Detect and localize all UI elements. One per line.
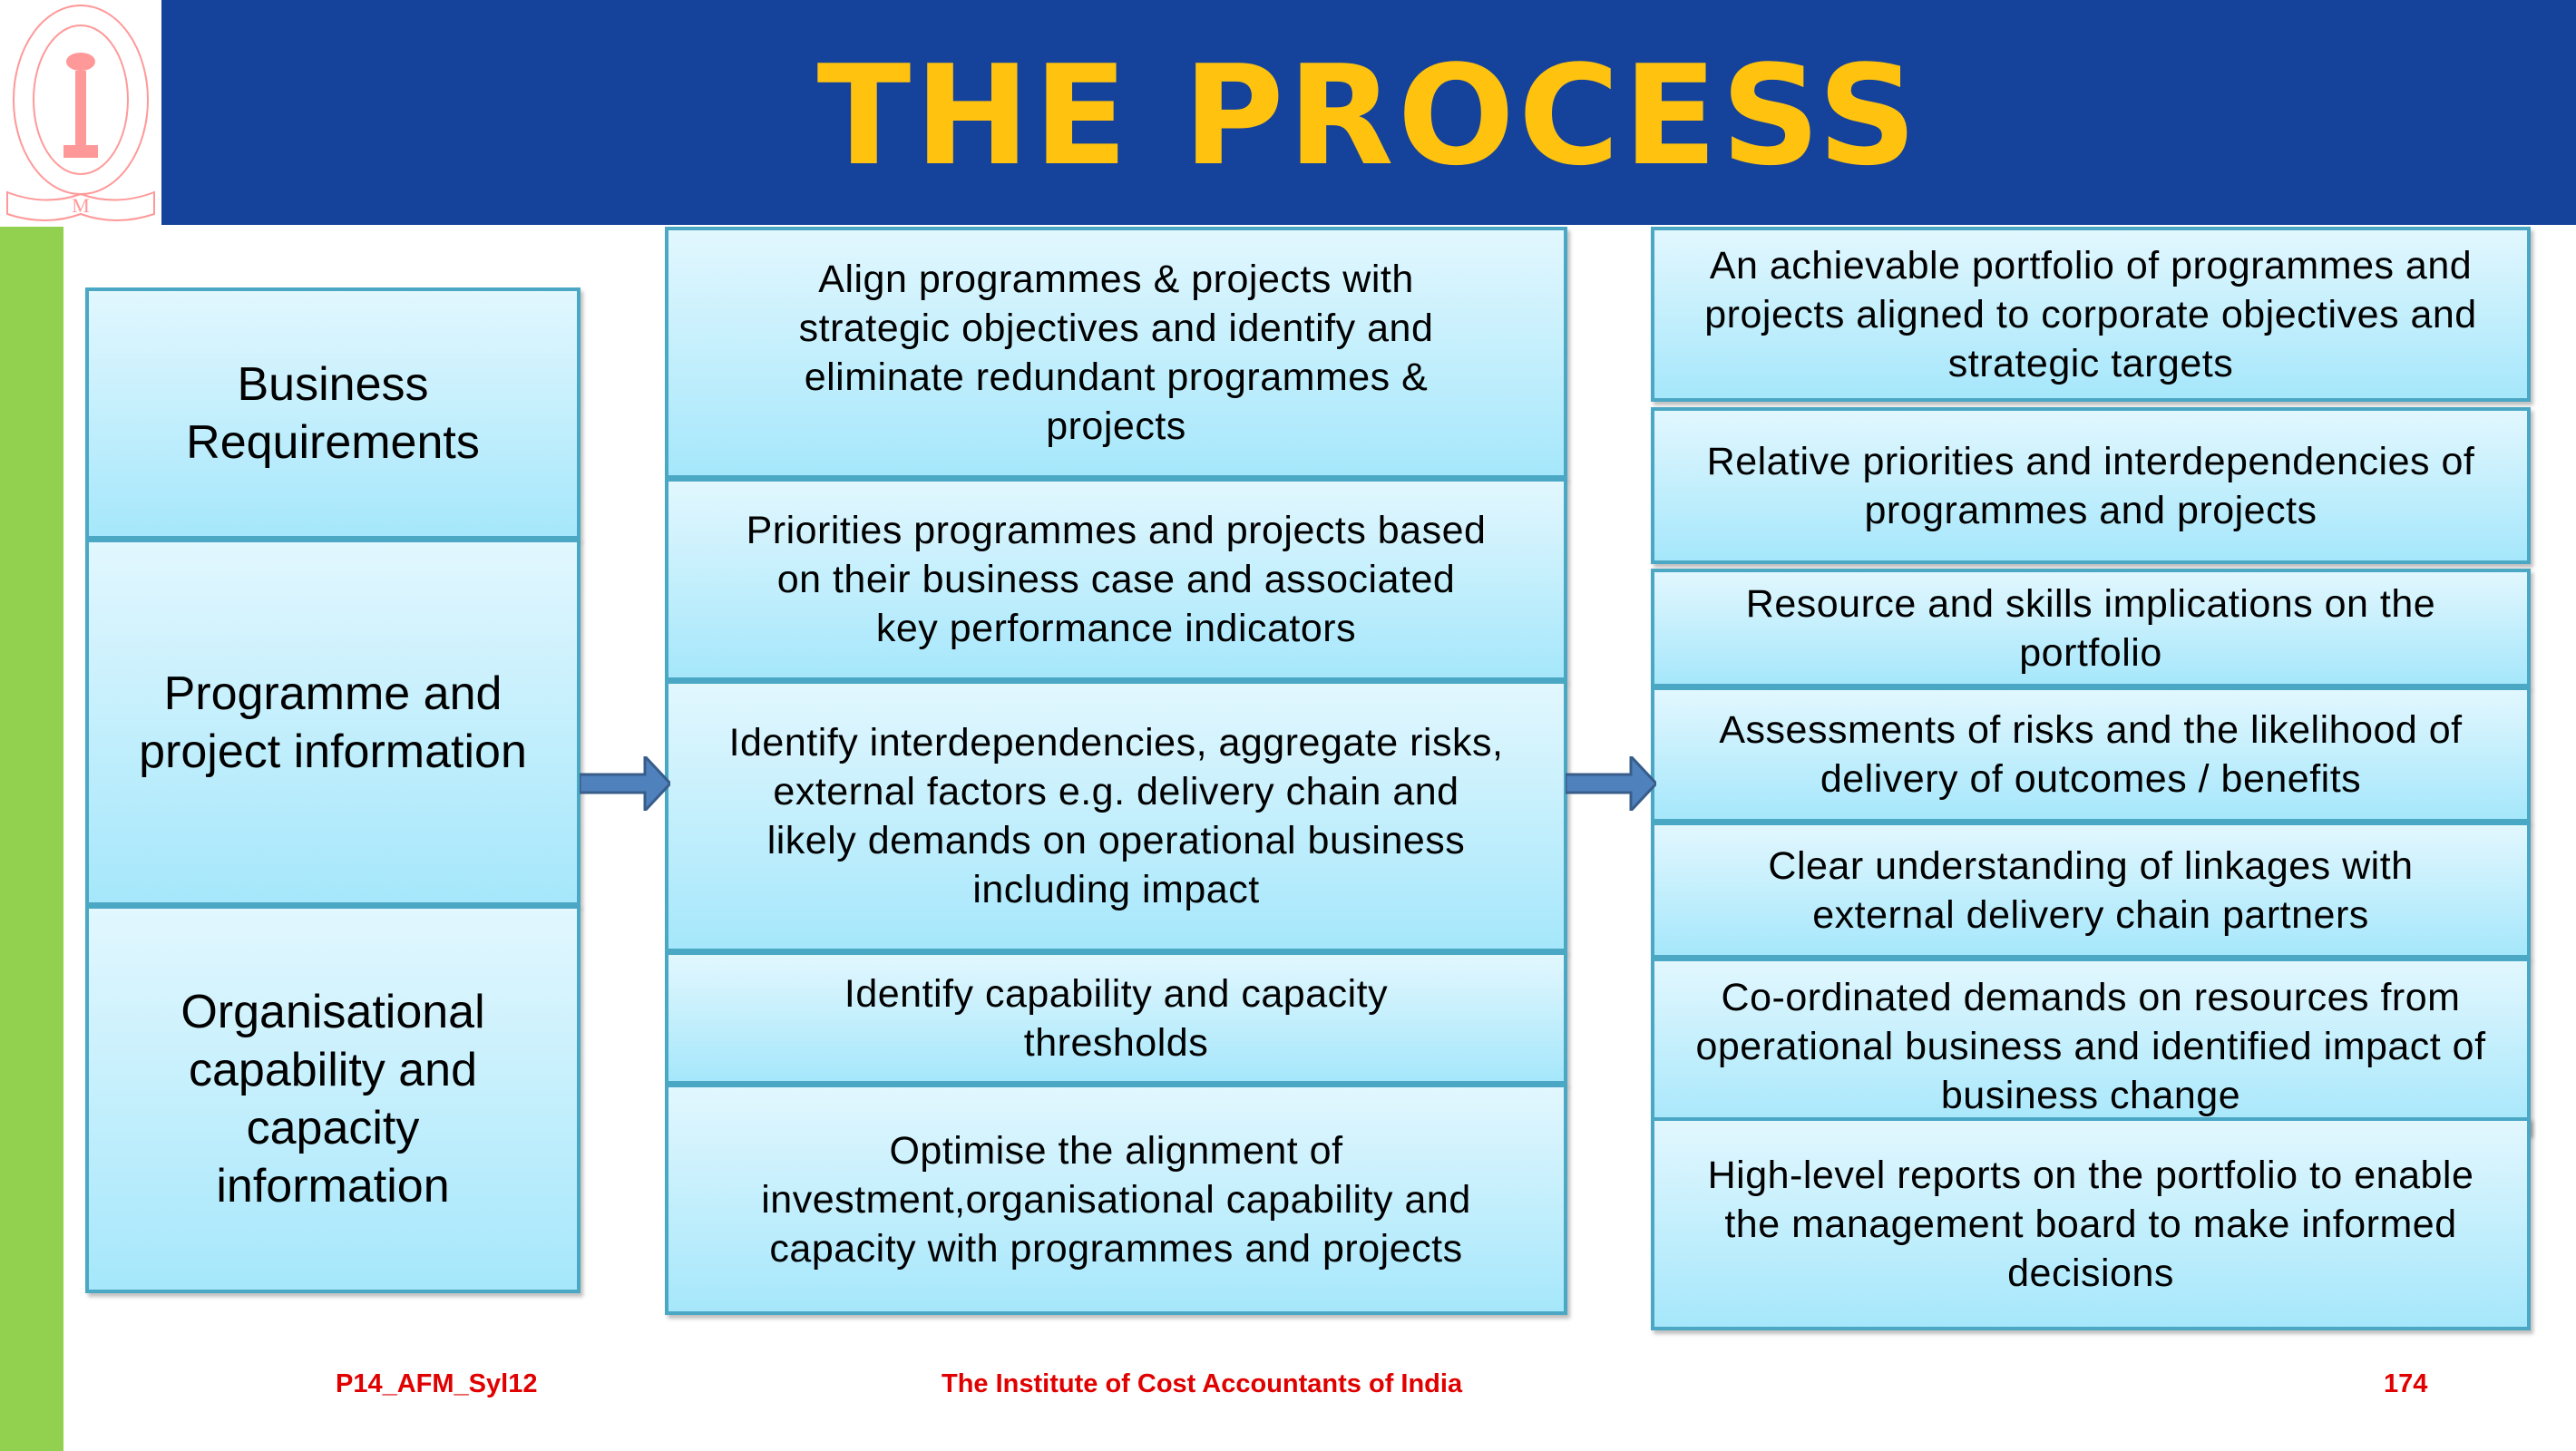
activity-box: Identify interdependencies, aggregate ri… (665, 680, 1567, 952)
output-label: Assessments of risks and the likelihood … (1719, 708, 2463, 801)
output-label: Resource and skills implications on the … (1745, 581, 2436, 675)
output-label: Clear understanding of linkages with ext… (1768, 843, 2414, 937)
footer-institute: The Institute of Cost Accountants of Ind… (942, 1369, 1463, 1398)
input-box-capability-info: Organisational capability and capacity i… (85, 905, 581, 1293)
activity-label: Optimise the alignment of investment,org… (761, 1128, 1471, 1271)
footer-code: P14_AFM_Syl12 (336, 1369, 538, 1398)
input-label: Programme and project information (139, 667, 527, 778)
input-box-business-requirements: Business Requirements (85, 287, 581, 540)
right-arrow-icon (1566, 756, 1656, 811)
activity-label: Identify capability and capacity thresho… (844, 971, 1389, 1065)
output-box: Resource and skills implications on the … (1651, 569, 2531, 687)
output-label: Relative priorities and interdependencie… (1706, 439, 2475, 532)
output-box: Assessments of risks and the likelihood … (1651, 687, 2531, 823)
activity-label: Identify interdependencies, aggregate ri… (728, 721, 1504, 911)
accent-bar (0, 227, 63, 1451)
output-box: High-level reports on the portfolio to e… (1651, 1117, 2531, 1330)
activity-label: Priorities programmes and projects based… (746, 509, 1487, 650)
activity-box: Priorities programmes and projects based… (665, 478, 1567, 681)
header-bar: THE PROCESS (161, 0, 2576, 225)
svg-text:M: M (72, 194, 90, 217)
output-box: Relative priorities and interdependencie… (1651, 407, 2531, 564)
input-box-programme-info: Programme and project information (85, 539, 581, 906)
page-title: THE PROCESS (816, 35, 1921, 196)
output-label: High-level reports on the portfolio to e… (1707, 1153, 2474, 1295)
page-number: 174 (2384, 1369, 2428, 1398)
activity-box: Align programmes & projects with strateg… (665, 227, 1567, 479)
institute-logo: M (0, 0, 161, 225)
output-box: Co-ordinated demands on resources from o… (1651, 958, 2531, 1135)
activity-box: Optimise the alignment of investment,org… (665, 1084, 1567, 1315)
output-label: Co-ordinated demands on resources from o… (1695, 975, 2486, 1117)
input-label: Business Requirements (186, 358, 480, 469)
right-arrow-icon (580, 756, 670, 811)
activity-box: Identify capability and capacity thresho… (665, 951, 1567, 1085)
output-box: Clear understanding of linkages with ext… (1651, 822, 2531, 959)
output-label: An achievable portfolio of programmes an… (1704, 243, 2477, 385)
activity-label: Align programmes & projects with strateg… (798, 258, 1434, 448)
input-label: Organisational capability and capacity i… (181, 986, 485, 1212)
output-box: An achievable portfolio of programmes an… (1651, 227, 2531, 402)
